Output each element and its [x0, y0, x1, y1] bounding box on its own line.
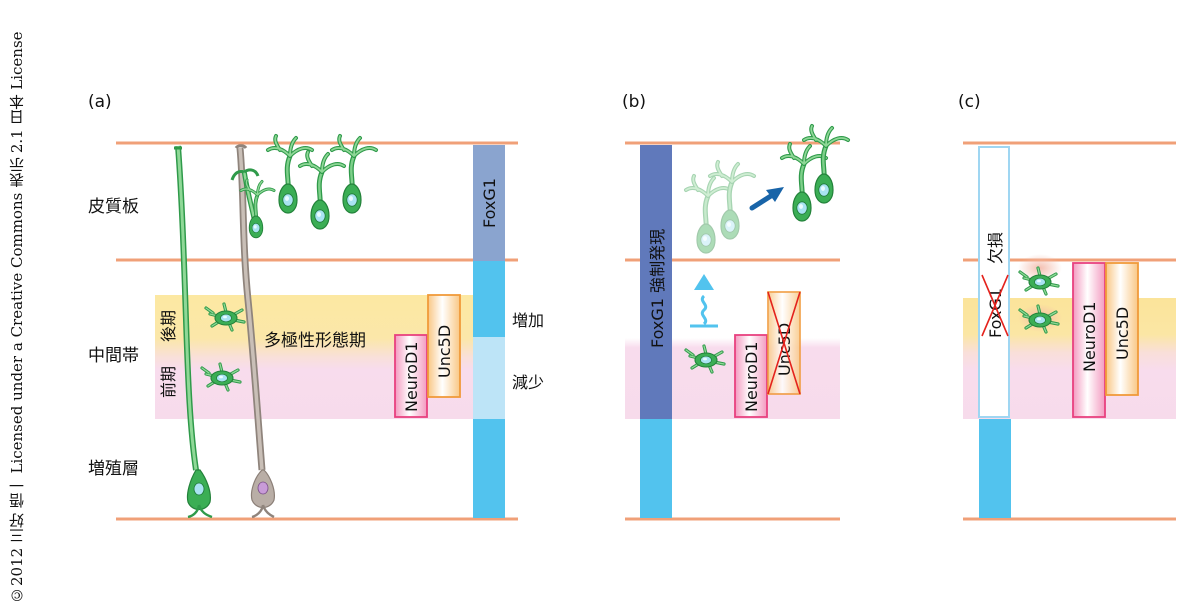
foxg1-deficient-bar [978, 146, 1010, 418]
foxg1-bar-iz-low [473, 337, 505, 419]
neuron-cp-migrating [230, 168, 276, 240]
cp-neuron-1 [268, 136, 312, 213]
foxg1-bar-cp [473, 145, 505, 261]
foxg1-forced-bar [640, 145, 672, 419]
panel-a: (a) 皮質板 中間帯 増殖層 後期 前期 [88, 92, 544, 521]
deficiency-label: 欠損 [986, 232, 1005, 264]
neurod1-label: NeuroD1 [402, 342, 421, 412]
panel-b: (b) FoxG1 強制発現 NeuroD1 Unc5D [622, 92, 848, 521]
layer-label-ventricular-zone: 増殖層 [88, 459, 139, 479]
neurod1-label-c: NeuroD1 [1080, 302, 1099, 372]
foxg1-forced-label: FoxG1 強制発現 [648, 229, 667, 348]
cp-neuron-3 [332, 136, 376, 213]
multipolar-phase-label: 多極性形態期 [264, 331, 366, 351]
neurod1-box-b [734, 334, 768, 418]
cp-neuron-2 [300, 152, 344, 229]
neurod1-box [394, 334, 428, 418]
unc5d-box-c [1105, 262, 1139, 396]
foxg1-bar-iz-high [473, 261, 505, 337]
unc5d-label-c: Unc5D [1113, 307, 1132, 360]
panel-c: (c) FoxG1 欠損 NeuroD1 Unc5D [958, 92, 1176, 521]
neurod1-box-c [1072, 262, 1106, 418]
layer-label-cortical-plate: 皮質板 [88, 197, 139, 217]
unc5d-cross-b [767, 291, 801, 395]
panel-c-label: (c) [958, 92, 981, 112]
late-phase-label: 後期 [159, 310, 178, 342]
faded-neurons [686, 162, 754, 253]
early-phase-label: 前期 [159, 366, 178, 398]
foxg1-bar-vz [473, 419, 505, 518]
migration-arrow [749, 191, 777, 211]
decrease-label: 減少 [512, 373, 544, 392]
foxg1-bar-vz-c [979, 419, 1011, 518]
layer-label-intermediate-zone: 中間帯 [88, 346, 139, 366]
unc5d-label: Unc5D [435, 325, 454, 378]
foxg1-cross-c [981, 274, 1009, 337]
neurod1-label-b: NeuroD1 [742, 342, 761, 412]
cp-neuron-b-2 [804, 126, 848, 203]
panel-a-label: (a) [88, 92, 112, 112]
foxg1-bar-vz-b [640, 419, 672, 518]
panel-b-label: (b) [622, 92, 646, 112]
foxg1-label: FoxG1 [480, 178, 499, 228]
increase-label: 増加 [512, 311, 544, 330]
unc5d-box [427, 294, 461, 398]
foxg1-label-c: FoxG1 [986, 288, 1005, 338]
migrating-neuron-long [174, 145, 213, 519]
wavy-up-arrow [690, 274, 718, 328]
unc5d-label-b: Unc5D [775, 323, 794, 376]
